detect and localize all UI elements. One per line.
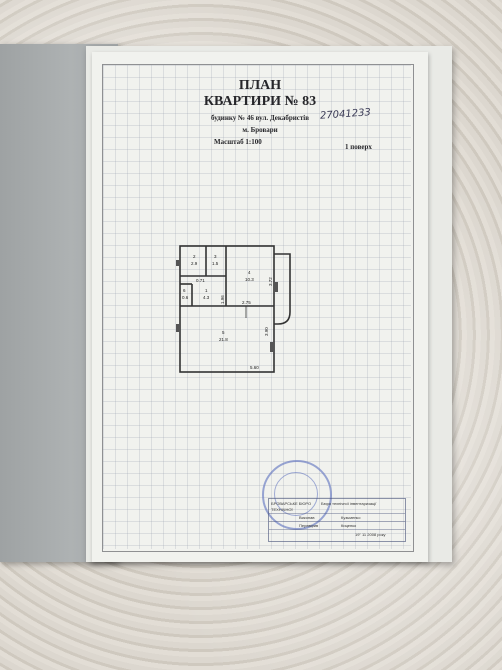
outer-wall (179, 245, 275, 373)
balcony-outline (274, 253, 291, 325)
dimension-3-72: 3.72 (268, 277, 273, 286)
room-3-area: 1.5 (212, 261, 219, 266)
stamp-header: Бюро технічної інвентаризації (321, 501, 377, 506)
plan-title: ПЛАН (238, 78, 282, 93)
stamp-role-checked: Перевірив (299, 523, 319, 528)
dimension-3-90: 3.90 (264, 327, 269, 336)
stamp-date: 19" 11 2008 року (355, 532, 386, 537)
stamp-name-2: Киценко (341, 523, 357, 528)
stamp-org-line1: БРОВАРСЬКЕ БЮРО (271, 501, 312, 506)
room-6-number: 6 (183, 288, 186, 293)
room-5-number: 5 (222, 330, 225, 335)
scale-label: Масштаб 1:100 (214, 138, 262, 146)
room-5-area: 21.8 (219, 337, 228, 342)
dimension-0-71: 0.71 (196, 278, 205, 283)
room-1-number: 1 (205, 288, 208, 293)
room-6-area: 0.6 (182, 295, 189, 300)
apartment-floor-plan: 2 2.9 3 1.5 4 10.3 1 4.3 6 0.6 5 21.8 0.… (176, 245, 291, 373)
bureau-stamp: БРОВАРСЬКЕ БЮРО ТЕХНІЧНОЇ Бюро технічної… (268, 498, 406, 542)
room-3-number: 3 (214, 254, 217, 259)
room-2-number: 2 (193, 254, 196, 259)
plan-subtitle: КВАРТИРИ № 83 (203, 94, 317, 109)
floor-label: 1 поверх (345, 143, 372, 151)
dimension-2-75: 2.75 (242, 300, 251, 305)
room-4-area: 10.3 (245, 277, 254, 282)
round-seal-stamp (262, 460, 332, 530)
floor-plan-sheet: ПЛАН КВАРТИРИ № 83 27041233 будинку № 46… (92, 52, 428, 562)
grid-paper (103, 65, 411, 549)
sheet-frame (102, 64, 414, 552)
city-line: м. Бровари (242, 126, 278, 134)
room-2-area: 2.9 (191, 261, 198, 266)
room-4-number: 4 (248, 270, 251, 275)
address-line: будинку № 46 вул. Декабристів (210, 114, 310, 122)
room-1-area: 4.3 (203, 295, 210, 300)
dimension-5-60: 5.60 (250, 365, 259, 370)
stamp-org-line2: ТЕХНІЧНОЇ (271, 507, 293, 512)
stamp-role-executed: Виконав (299, 515, 315, 520)
stamp-name-1: Кузьменко (341, 515, 361, 520)
dimension-1-96: 1.96 (220, 295, 225, 304)
